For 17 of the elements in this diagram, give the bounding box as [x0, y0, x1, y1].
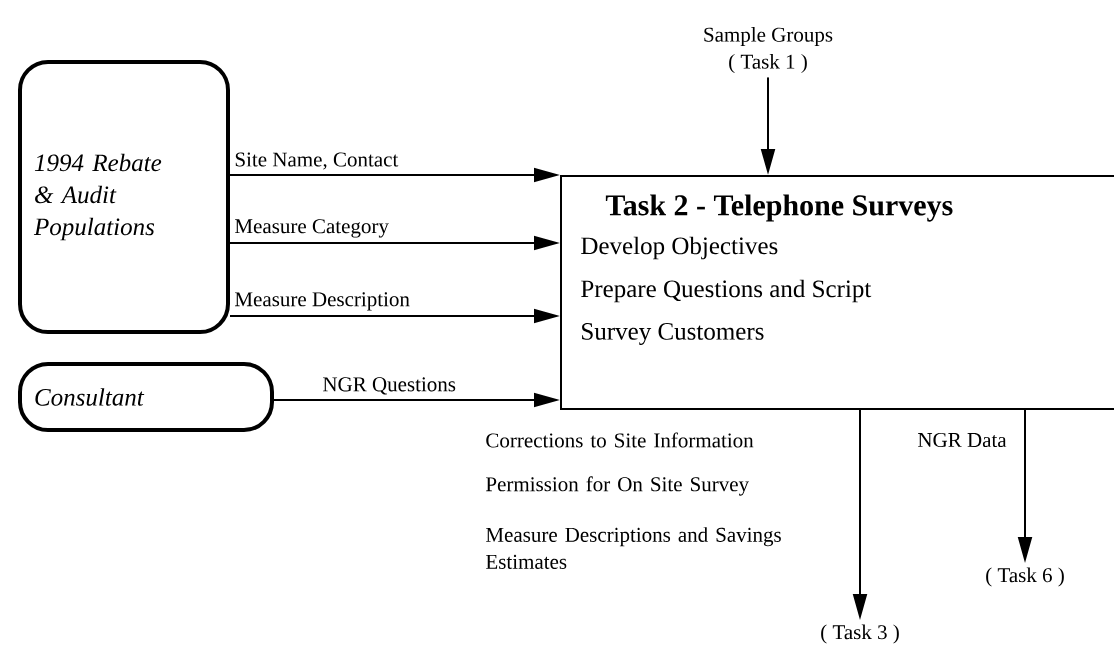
source-box: Consultant — [18, 362, 274, 432]
task-label: ( Task 6 ) — [986, 567, 1064, 587]
step-text: Survey Customers — [582, 323, 764, 345]
box-title: Task 2 - Telephone Surveys — [605, 194, 953, 222]
step-text: Prepare Questions and Script — [581, 279, 872, 303]
task-label: Sample Groups ( Task 1 ) — [704, 27, 833, 73]
task-label: ( Task 3 ) — [821, 624, 899, 644]
output-label: Permission for On Site Survey — [486, 476, 749, 496]
edge-label: Site Name, Contact — [232, 150, 401, 172]
edge-label: NGR Questions — [320, 375, 458, 397]
step-text: Develop Objectives — [581, 236, 778, 260]
output-label: Measure Descriptions and Savings Estimates — [486, 527, 781, 569]
edge-label: Measure Category — [232, 217, 391, 240]
edge-label: Measure Description — [232, 290, 412, 313]
source-box: 1994 Rebate & Audit Populations — [18, 60, 230, 334]
edge-label: NGR Data — [915, 430, 1009, 450]
output-label: Corrections to Site Information — [486, 432, 754, 448]
